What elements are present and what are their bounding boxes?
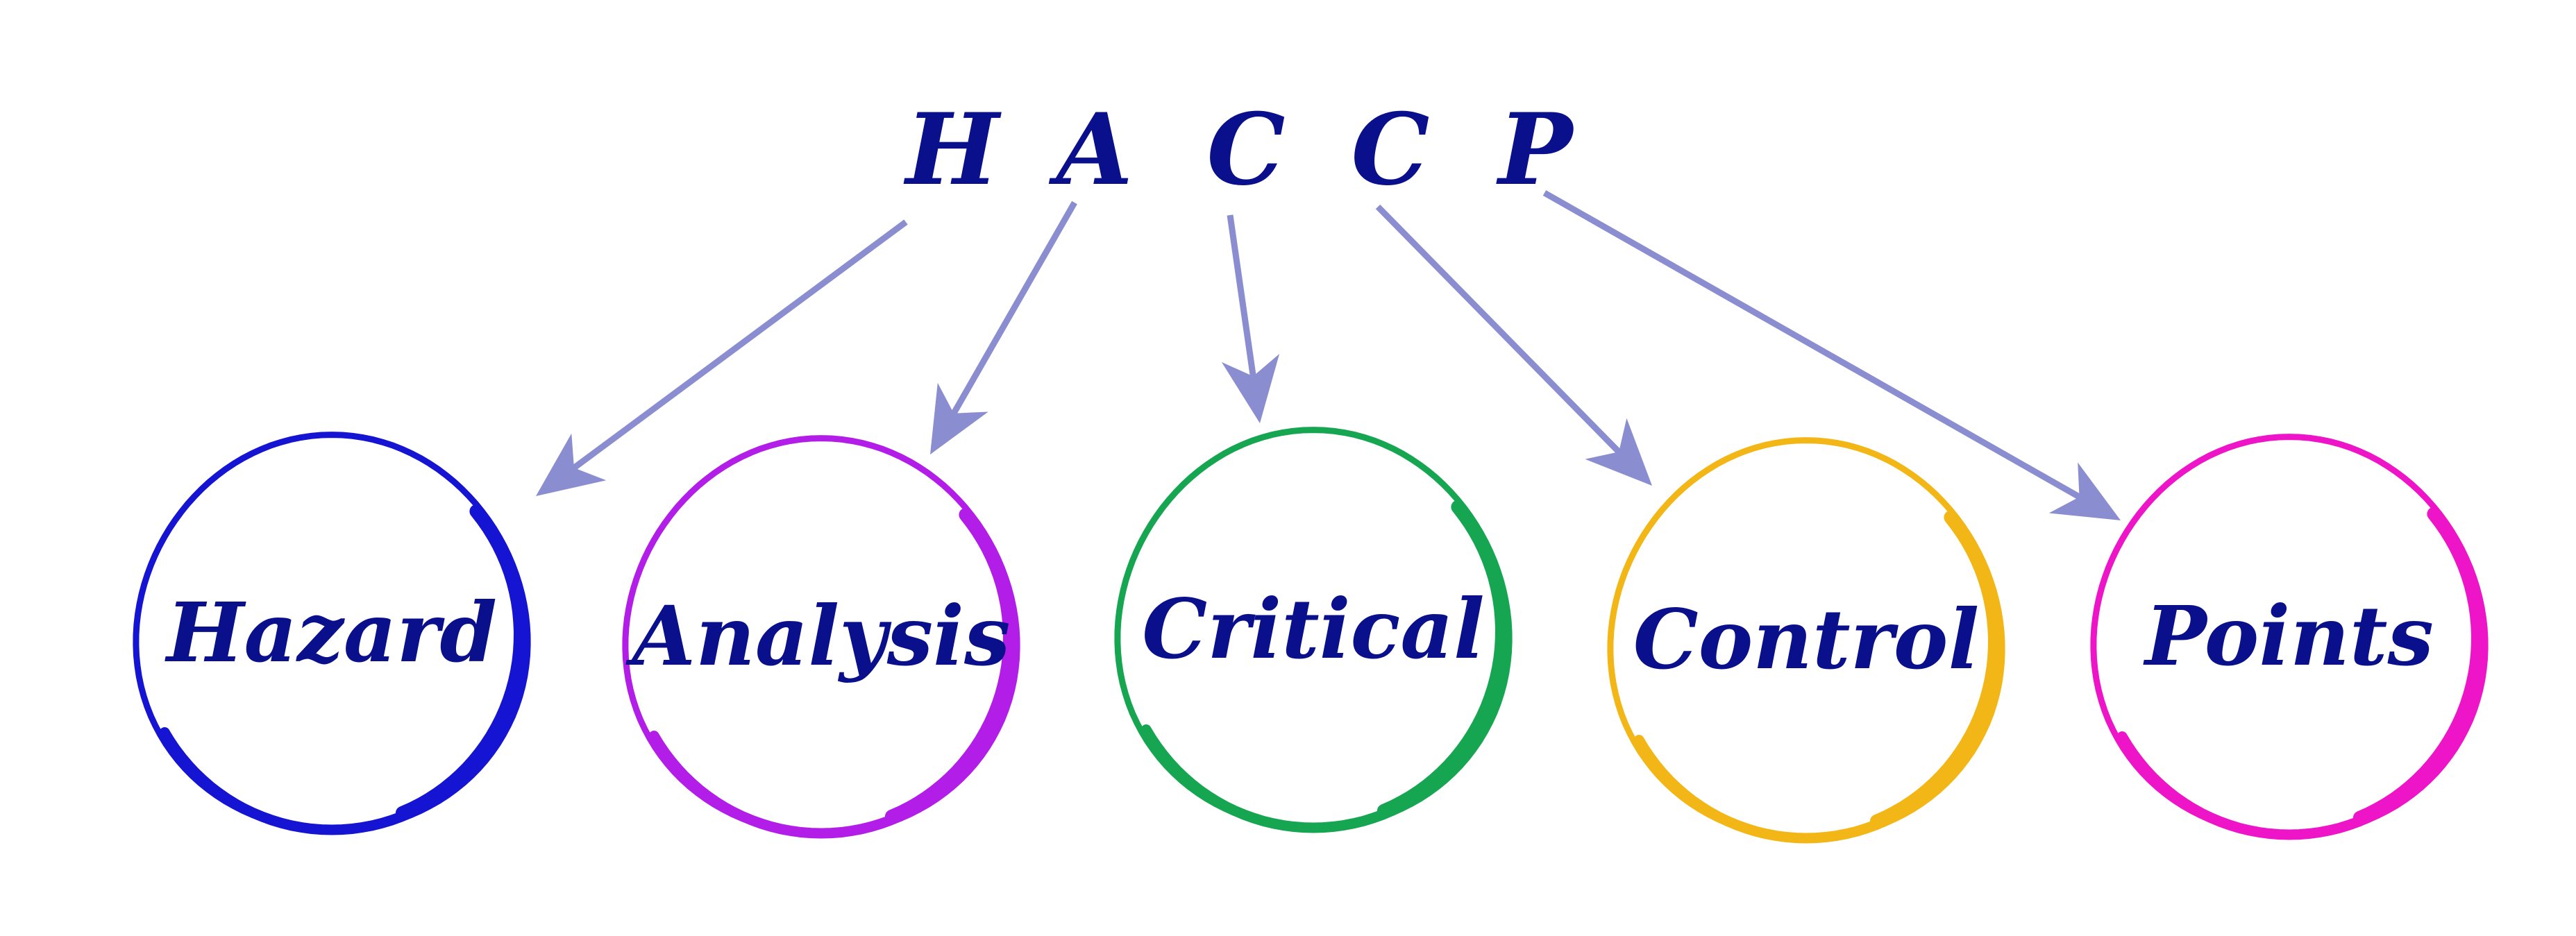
step-word-hazard: Hazard xyxy=(165,584,497,681)
step-analysis: Analysis xyxy=(622,435,1020,839)
arrow-p-to-points xyxy=(1542,190,2121,520)
arrow-shaft xyxy=(1375,204,1622,454)
circle-hazard-brush xyxy=(395,504,528,820)
step-control: Control xyxy=(1607,437,2005,844)
circle-points-lower xyxy=(2116,731,2391,840)
arrow-c-to-critical xyxy=(1221,214,1280,423)
acronym-letter-c-4: C xyxy=(1351,92,1429,207)
circle-control-brush xyxy=(1869,510,2003,828)
acronym-letter-h-1: H xyxy=(903,92,1002,207)
arrow-head xyxy=(536,433,607,496)
acronym-letter-p-5: P xyxy=(1496,92,1576,207)
arrow-h-to-hazard xyxy=(536,219,908,496)
circle-hazard-lower xyxy=(159,727,434,835)
arrow-c-to-control xyxy=(1375,204,1652,486)
circle-critical-lower xyxy=(1140,724,1415,833)
step-word-critical: Critical xyxy=(1142,581,1484,677)
circle-critical-brush xyxy=(1377,500,1510,818)
arrow-head xyxy=(1221,354,1280,423)
arrow-shaft xyxy=(951,201,1077,415)
arrow-a-to-analysis xyxy=(930,201,1077,454)
arrow-shaft xyxy=(1542,190,2081,500)
step-word-analysis: Analysis xyxy=(625,588,1011,684)
step-hazard: Hazard xyxy=(133,432,531,835)
circle-points-brush xyxy=(2352,507,2486,825)
arrow-head xyxy=(930,382,988,454)
step-word-control: Control xyxy=(1633,591,1980,688)
arrow-shaft xyxy=(1227,214,1256,377)
step-critical: Critical xyxy=(1114,427,1513,833)
arrow-head xyxy=(2048,462,2121,520)
circle-analysis-brush xyxy=(884,507,1018,824)
circle-control-lower xyxy=(1633,735,1908,844)
circle-analysis-lower xyxy=(648,731,923,839)
acronym-letter-c-3: C xyxy=(1206,92,1285,207)
step-word-points: Points xyxy=(2143,588,2434,684)
step-points: Points xyxy=(2090,434,2489,840)
acronym-letter-a-2: A xyxy=(1048,92,1133,207)
arrow-head xyxy=(1585,418,1652,486)
arrow-shaft xyxy=(572,219,908,470)
